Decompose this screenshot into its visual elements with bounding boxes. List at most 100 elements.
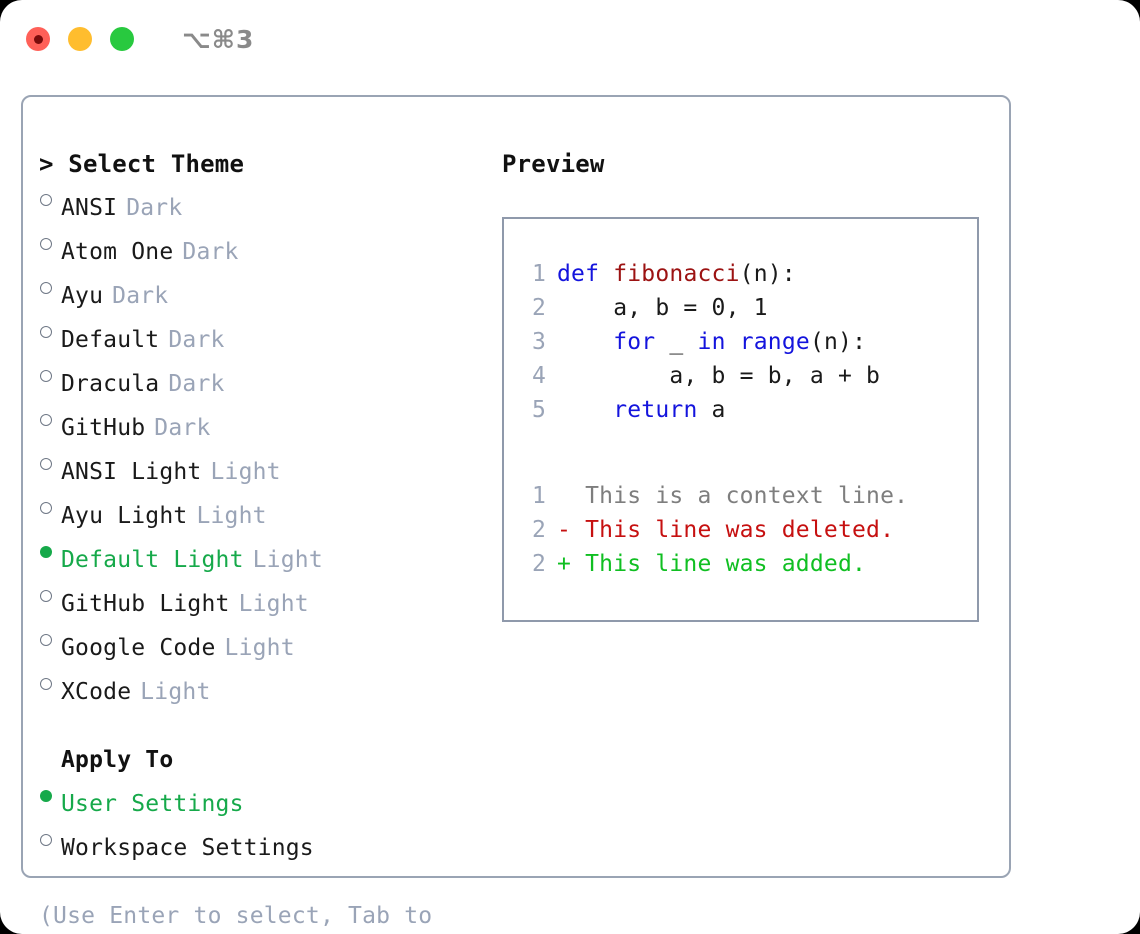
theme-option-label: Atom One [61,239,174,265]
select-theme-header: > Select Theme [39,150,245,178]
theme-option-label: Dracula [61,371,160,397]
radio-icon[interactable] [39,577,61,611]
theme-option-tag: Light [224,635,295,661]
theme-option-tag: Dark [168,371,225,397]
theme-option-github-dark[interactable]: GitHub Dark [39,401,489,445]
code-content: def fibonacci(n): [557,257,796,291]
apply-to-user-settings[interactable]: User Settings [39,777,489,821]
theme-option-tag: Dark [182,239,239,265]
theme-option-label: GitHub Light [61,591,230,617]
theme-option-tag: Light [196,503,267,529]
window-controls [26,27,134,51]
radio-icon[interactable] [39,357,61,391]
theme-option-tag: Dark [126,195,183,221]
theme-option-ansi-dark[interactable]: ANSI Dark [39,181,489,225]
code-content: return a [557,393,726,427]
theme-option-label: GitHub [61,415,146,441]
line-number: 1 [531,483,546,509]
theme-option-tag: Light [210,459,281,485]
theme-option-default-dark[interactable]: Default Dark [39,313,489,357]
preview-box: 1 def fibonacci(n): 2 a, b = 0, 1 3 for … [502,217,979,622]
theme-option-atom-one-dark[interactable]: Atom One Dark [39,225,489,269]
theme-option-tag: Dark [154,415,211,441]
theme-option-label: ANSI [61,195,118,221]
section-spacer [39,709,489,743]
title-bar: ⌥⌘3 [0,0,1140,78]
theme-option-tag: Dark [168,327,225,353]
theme-option-github-light[interactable]: GitHub Light Light [39,577,489,621]
theme-option-tag: Light [252,547,323,573]
code-token-builtin: range [739,329,810,355]
radio-icon[interactable] [39,313,61,347]
diff-line-deleted: 2 - This line was deleted. [516,513,971,547]
theme-option-label: XCode [61,679,132,705]
code-line: 3 for _ in range(n): [516,325,971,359]
code-token-plain: a, b = b, a + b [557,363,881,389]
diff-line-context: 1 This is a context line. [516,479,971,513]
code-token-plain: (n): [809,329,867,355]
apply-to-workspace-settings[interactable]: Workspace Settings [39,821,489,865]
theme-option-ansi-light[interactable]: ANSI Light Light [39,445,489,489]
theme-option-dracula-dark[interactable]: Dracula Dark [39,357,489,401]
code-line: 2 a, b = 0, 1 [516,291,971,325]
code-token-plain [557,397,613,423]
theme-option-ayu-light[interactable]: Ayu Light Light [39,489,489,533]
radio-icon[interactable] [39,489,61,523]
code-blank-line [516,461,971,479]
line-number: 2 [531,295,546,321]
preview-pane: Preview 1 def fibonacci(n): 2 a, b = 0, … [502,147,1002,622]
keyboard-hint-text: (Use Enter to select, Tab to change focu… [39,903,433,929]
code-token-keyword: def [557,261,614,287]
line-number: 1 [531,261,546,287]
radio-icon[interactable] [39,665,61,699]
radio-icon[interactable] [39,225,61,259]
theme-option-tag: Dark [112,283,169,309]
diff-content: - This line was deleted. [557,517,895,543]
code-token-function: fibonacci [613,261,740,287]
theme-option-label: ANSI Light [61,459,202,485]
code-line: 4 a, b = b, a + b [516,359,971,393]
code-sample: 1 def fibonacci(n): 2 a, b = 0, 1 3 for … [516,257,971,581]
apply-to-header: Apply To [61,747,174,773]
code-token-plain [557,329,613,355]
code-line: 1 def fibonacci(n): [516,257,971,291]
radio-icon[interactable] [39,621,61,655]
zoom-button-icon[interactable] [110,27,134,51]
window-shortcut-label: ⌥⌘3 [182,24,255,54]
theme-option-label: Ayu Light [61,503,188,529]
main-panel: > Select Theme ANSI Dark Atom One Dark A… [21,95,1011,929]
radio-icon[interactable] [39,181,61,215]
radio-icon[interactable] [39,821,61,855]
minimize-button-icon[interactable] [68,27,92,51]
code-token-keyword: return [613,397,698,423]
code-token-plain [726,329,740,355]
apply-to-label: User Settings [61,791,244,817]
code-blank-line [516,427,971,461]
code-token-plain: _ [655,329,698,355]
preview-header: Preview [502,150,605,178]
code-line: 5 return a [516,393,971,427]
theme-option-tag: Light [140,679,211,705]
code-content: a, b = 0, 1 [557,291,768,325]
theme-option-label: Google Code [61,635,216,661]
radio-icon[interactable] [39,269,61,303]
recording-indicator-icon [33,34,43,44]
radio-selected-icon[interactable] [39,533,61,567]
theme-option-google-code[interactable]: Google Code Light [39,621,489,665]
diff-line-added: 2 + This line was added. [516,547,971,581]
theme-option-ayu-dark[interactable]: Ayu Dark [39,269,489,313]
line-number: 5 [531,397,546,423]
radio-icon[interactable] [39,401,61,435]
theme-option-label: Ayu [61,283,104,309]
radio-selected-icon[interactable] [39,777,61,811]
theme-option-default-light[interactable]: Default Light Light [39,533,489,577]
close-button-icon[interactable] [26,27,50,51]
radio-icon[interactable] [39,445,61,479]
theme-selector: > Select Theme ANSI Dark Atom One Dark A… [39,147,489,934]
code-token-plain: a [697,397,726,423]
theme-option-xcode[interactable]: XCode Light [39,665,489,709]
diff-content: + This line was added. [557,551,867,577]
code-content: a, b = b, a + b [557,359,880,393]
code-token-plain: (n): [739,261,796,287]
